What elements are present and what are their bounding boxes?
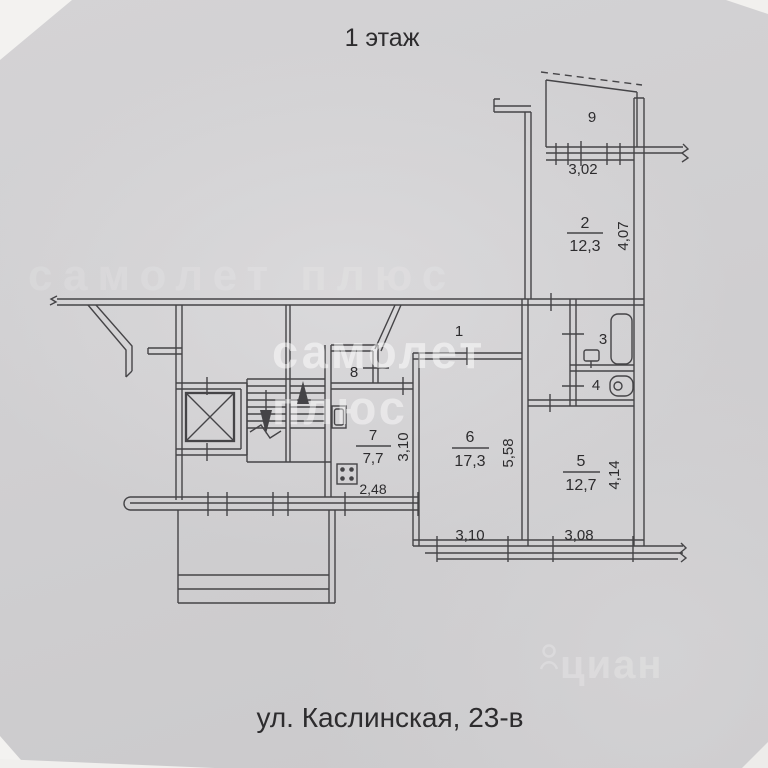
bathtub-icon [610, 313, 633, 365]
stair-break-icon [249, 424, 282, 439]
kitchen-sink-icon [331, 405, 347, 429]
dim-room6-depth-label: 5,58 [500, 438, 517, 467]
balcony-dashed-line [540, 71, 643, 86]
entrance-porch [177, 510, 336, 604]
toilet-icon [609, 375, 634, 397]
stairs-down-arrow-icon [260, 410, 272, 434]
dim-balcony-width-label: 3,02 [568, 161, 597, 178]
room-6-label: 6 [466, 429, 475, 446]
wall-break-icon [680, 143, 690, 163]
dim-room6-width-label: 3,10 [455, 527, 484, 544]
lower-left-wall-windows [123, 492, 419, 516]
walls [49, 79, 690, 604]
room-2-label: 2 [581, 215, 590, 232]
watermark-band: самолет плюс [28, 251, 456, 300]
wall-break-icon [49, 295, 58, 306]
labels: 1 этаж 1 2 12,3 3 4 5 12,7 6 17,3 7 7,7 … [256, 24, 632, 733]
balcony-window [546, 141, 690, 166]
stove-icon [336, 463, 358, 485]
elevator-shaft-icon [184, 391, 236, 443]
room-3-label: 3 [599, 331, 607, 348]
room-7-area-label: 7,7 [363, 450, 384, 467]
fixtures [331, 313, 634, 485]
cian-person-icon [542, 644, 556, 658]
room-5-area-label: 12,7 [565, 477, 596, 494]
address-label: ул. Каслинская, 23-в [256, 702, 523, 733]
dim-kitchen-window-label: 2,48 [359, 481, 386, 497]
dim-room5-depth-label: 4,14 [606, 460, 623, 489]
lower-right-wall-windows [413, 536, 688, 563]
dim-room2-depth-label: 4,07 [615, 221, 632, 250]
room-4-label: 4 [592, 377, 600, 394]
room-6-area-label: 17,3 [454, 453, 485, 470]
room-9-label: 9 [588, 109, 596, 126]
bathroom-sink-icon [583, 349, 600, 368]
room-2-area-label: 12,3 [569, 238, 600, 255]
floor-title: 1 этаж [345, 24, 420, 52]
dim-room5-window-label: 3,08 [564, 527, 593, 544]
room-8-label: 8 [350, 364, 358, 381]
room-5-label: 5 [577, 453, 586, 470]
stairs-icon [246, 378, 331, 463]
wall-break-icon [678, 542, 688, 563]
room-1-label: 1 [455, 323, 463, 340]
watermark-cian: циан [539, 643, 664, 687]
stairs-up-arrow-icon [297, 381, 309, 404]
svg-text:циан: циан [560, 643, 664, 687]
watermark-samolet: самолет [272, 325, 485, 378]
watermark-plus: плюс [272, 381, 408, 434]
dim-room7-width-label: 3,10 [395, 432, 412, 461]
room-7-label: 7 [369, 427, 377, 444]
